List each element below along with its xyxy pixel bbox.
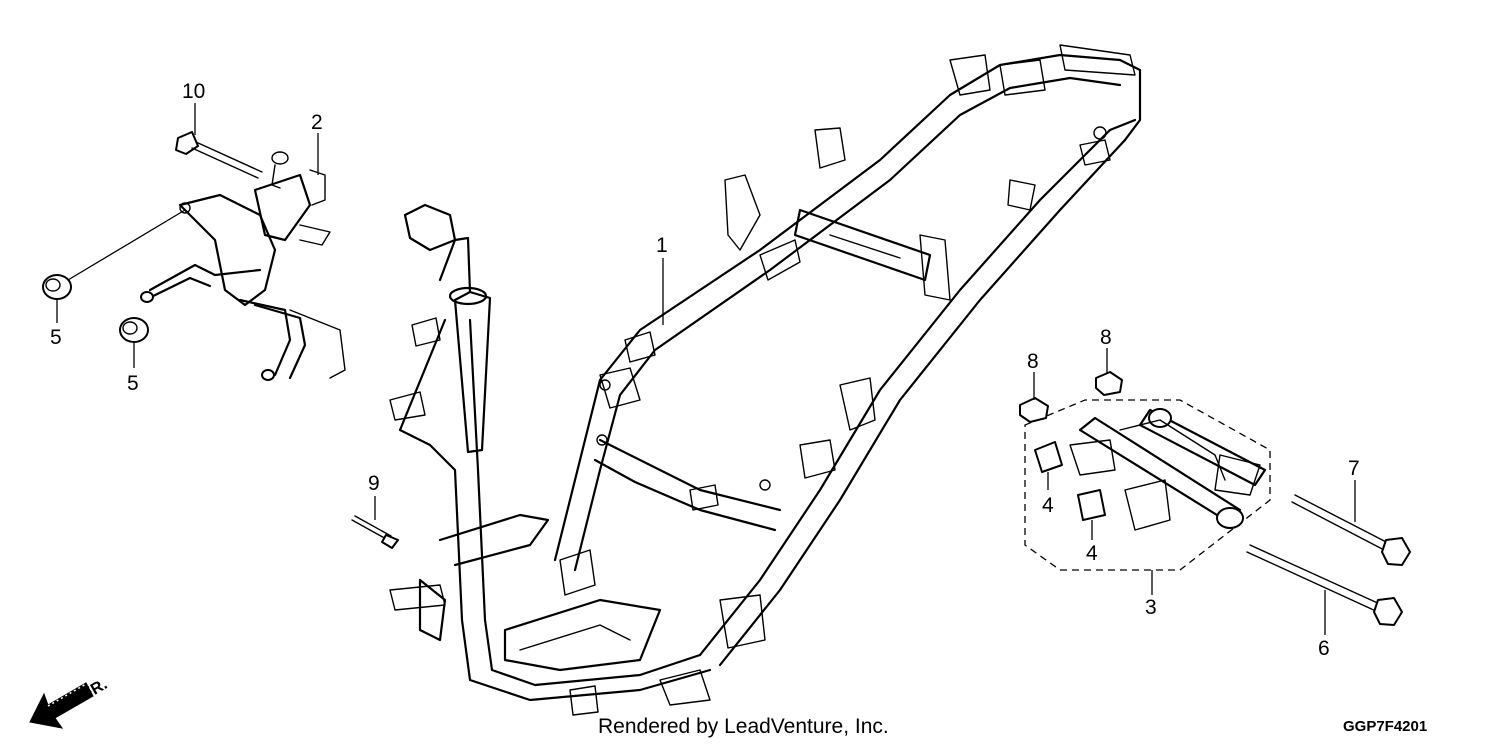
callout-1[interactable]: 1 xyxy=(656,234,668,257)
bolt-6[interactable] xyxy=(1246,544,1403,626)
rubber-mount-5b[interactable] xyxy=(119,317,149,343)
frame-body[interactable] xyxy=(389,44,1142,716)
render-credit: Rendered by LeadVenture, Inc. xyxy=(598,715,889,738)
front-direction-arrow-icon xyxy=(29,682,94,729)
callout-5b[interactable]: 5 xyxy=(127,372,139,395)
callout-9[interactable]: 9 xyxy=(368,472,380,495)
nut-8a[interactable] xyxy=(1019,397,1049,423)
callout-5a[interactable]: 5 xyxy=(50,326,62,349)
rubber-mount-5a[interactable] xyxy=(42,274,72,300)
callout-10[interactable]: 10 xyxy=(182,80,205,103)
callout-4a[interactable]: 4 xyxy=(1042,494,1054,517)
pin-9[interactable] xyxy=(351,515,399,549)
front-bracket-assembly[interactable] xyxy=(140,151,346,381)
callout-2[interactable]: 2 xyxy=(311,111,323,134)
nut-8b[interactable] xyxy=(1095,371,1123,396)
callout-3[interactable]: 3 xyxy=(1145,596,1157,619)
stopper-4a[interactable] xyxy=(1034,441,1063,473)
callout-6[interactable]: 6 xyxy=(1318,637,1330,660)
callout-8a[interactable]: 8 xyxy=(1027,350,1039,373)
stopper-4b[interactable] xyxy=(1077,489,1106,521)
engine-hanger-assembly[interactable] xyxy=(1024,399,1271,571)
callout-7[interactable]: 7 xyxy=(1348,457,1360,480)
bolt-10[interactable] xyxy=(175,131,263,179)
bolt-7[interactable] xyxy=(1291,494,1411,566)
callout-8b[interactable]: 8 xyxy=(1100,326,1112,349)
callout-4b[interactable]: 4 xyxy=(1086,542,1098,565)
diagram-code: GGP7F4201 xyxy=(1343,718,1427,735)
leader-lines xyxy=(56,103,1356,635)
